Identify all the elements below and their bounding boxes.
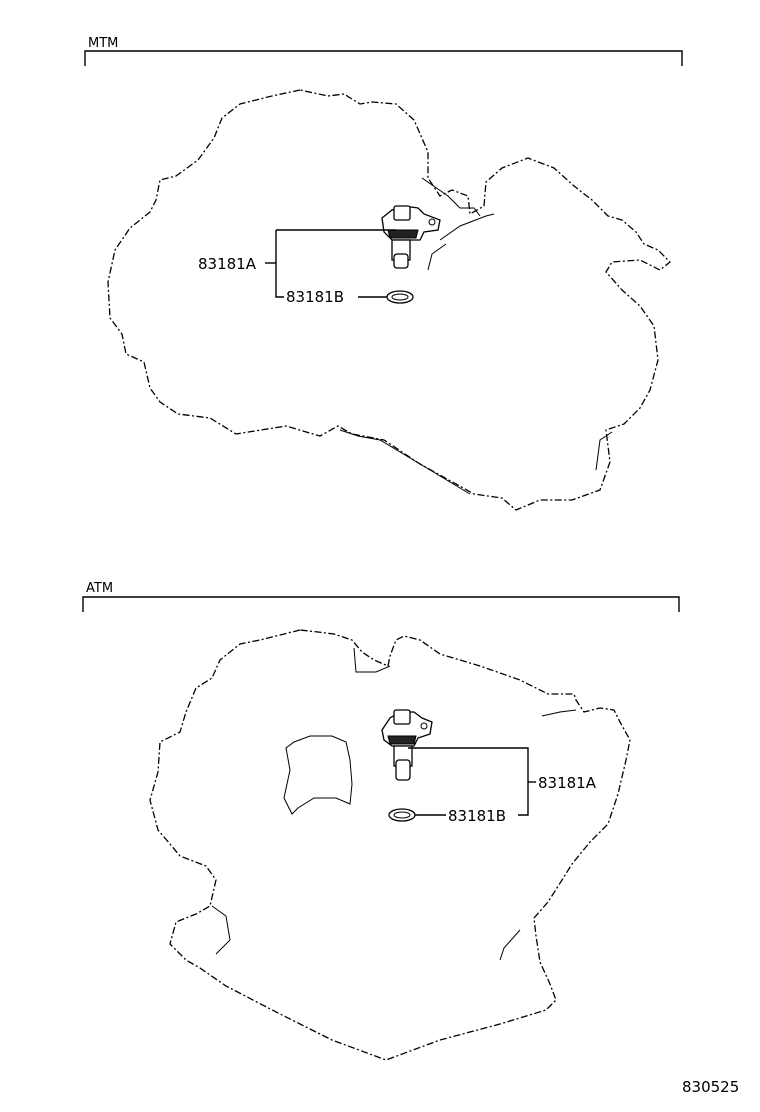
atm-bellhousing-recess (283, 735, 353, 815)
mtm-section-bracket (84, 50, 683, 66)
atm-leader-83181A (408, 747, 529, 816)
mtm-case-edge-5 (595, 431, 613, 471)
atm-section-title: ATM (86, 581, 113, 596)
atm-case-edge-4 (499, 929, 521, 961)
atm-callout-83181A: 83181A (538, 774, 597, 792)
mtm-case-edge-3 (439, 213, 495, 241)
atm-callout-83181B: 83181B (448, 807, 506, 825)
atm-case-edge-2 (541, 709, 577, 717)
mtm-speed-sensor-part (381, 205, 441, 269)
diagram-reference-code: 830525 (682, 1078, 739, 1096)
mtm-o-ring-part (386, 290, 414, 304)
atm-case-edge-3 (211, 905, 231, 955)
mtm-leader-bracket (275, 230, 284, 298)
mtm-section: MTM 83181A 83181B (84, 36, 683, 511)
atm-o-ring-part (388, 808, 416, 822)
atm-speed-sensor-part (381, 709, 433, 781)
atm-transmission-outline (149, 629, 631, 1061)
mtm-o-ring-inner (391, 293, 409, 301)
mtm-transmission-outline (107, 89, 671, 511)
mtm-case-edge-4 (427, 243, 447, 271)
atm-case-edge-1 (353, 647, 391, 673)
mtm-section-title: MTM (88, 36, 118, 51)
atm-o-ring-inner (393, 811, 411, 819)
mtm-case-edge-1 (421, 177, 481, 217)
mtm-callout-83181B: 83181B (286, 288, 344, 306)
mtm-case-edge-2 (339, 429, 471, 495)
atm-section-bracket (82, 596, 680, 612)
mtm-callout-83181A: 83181A (198, 255, 257, 273)
atm-section: ATM 83181A 83181B (82, 581, 680, 1061)
